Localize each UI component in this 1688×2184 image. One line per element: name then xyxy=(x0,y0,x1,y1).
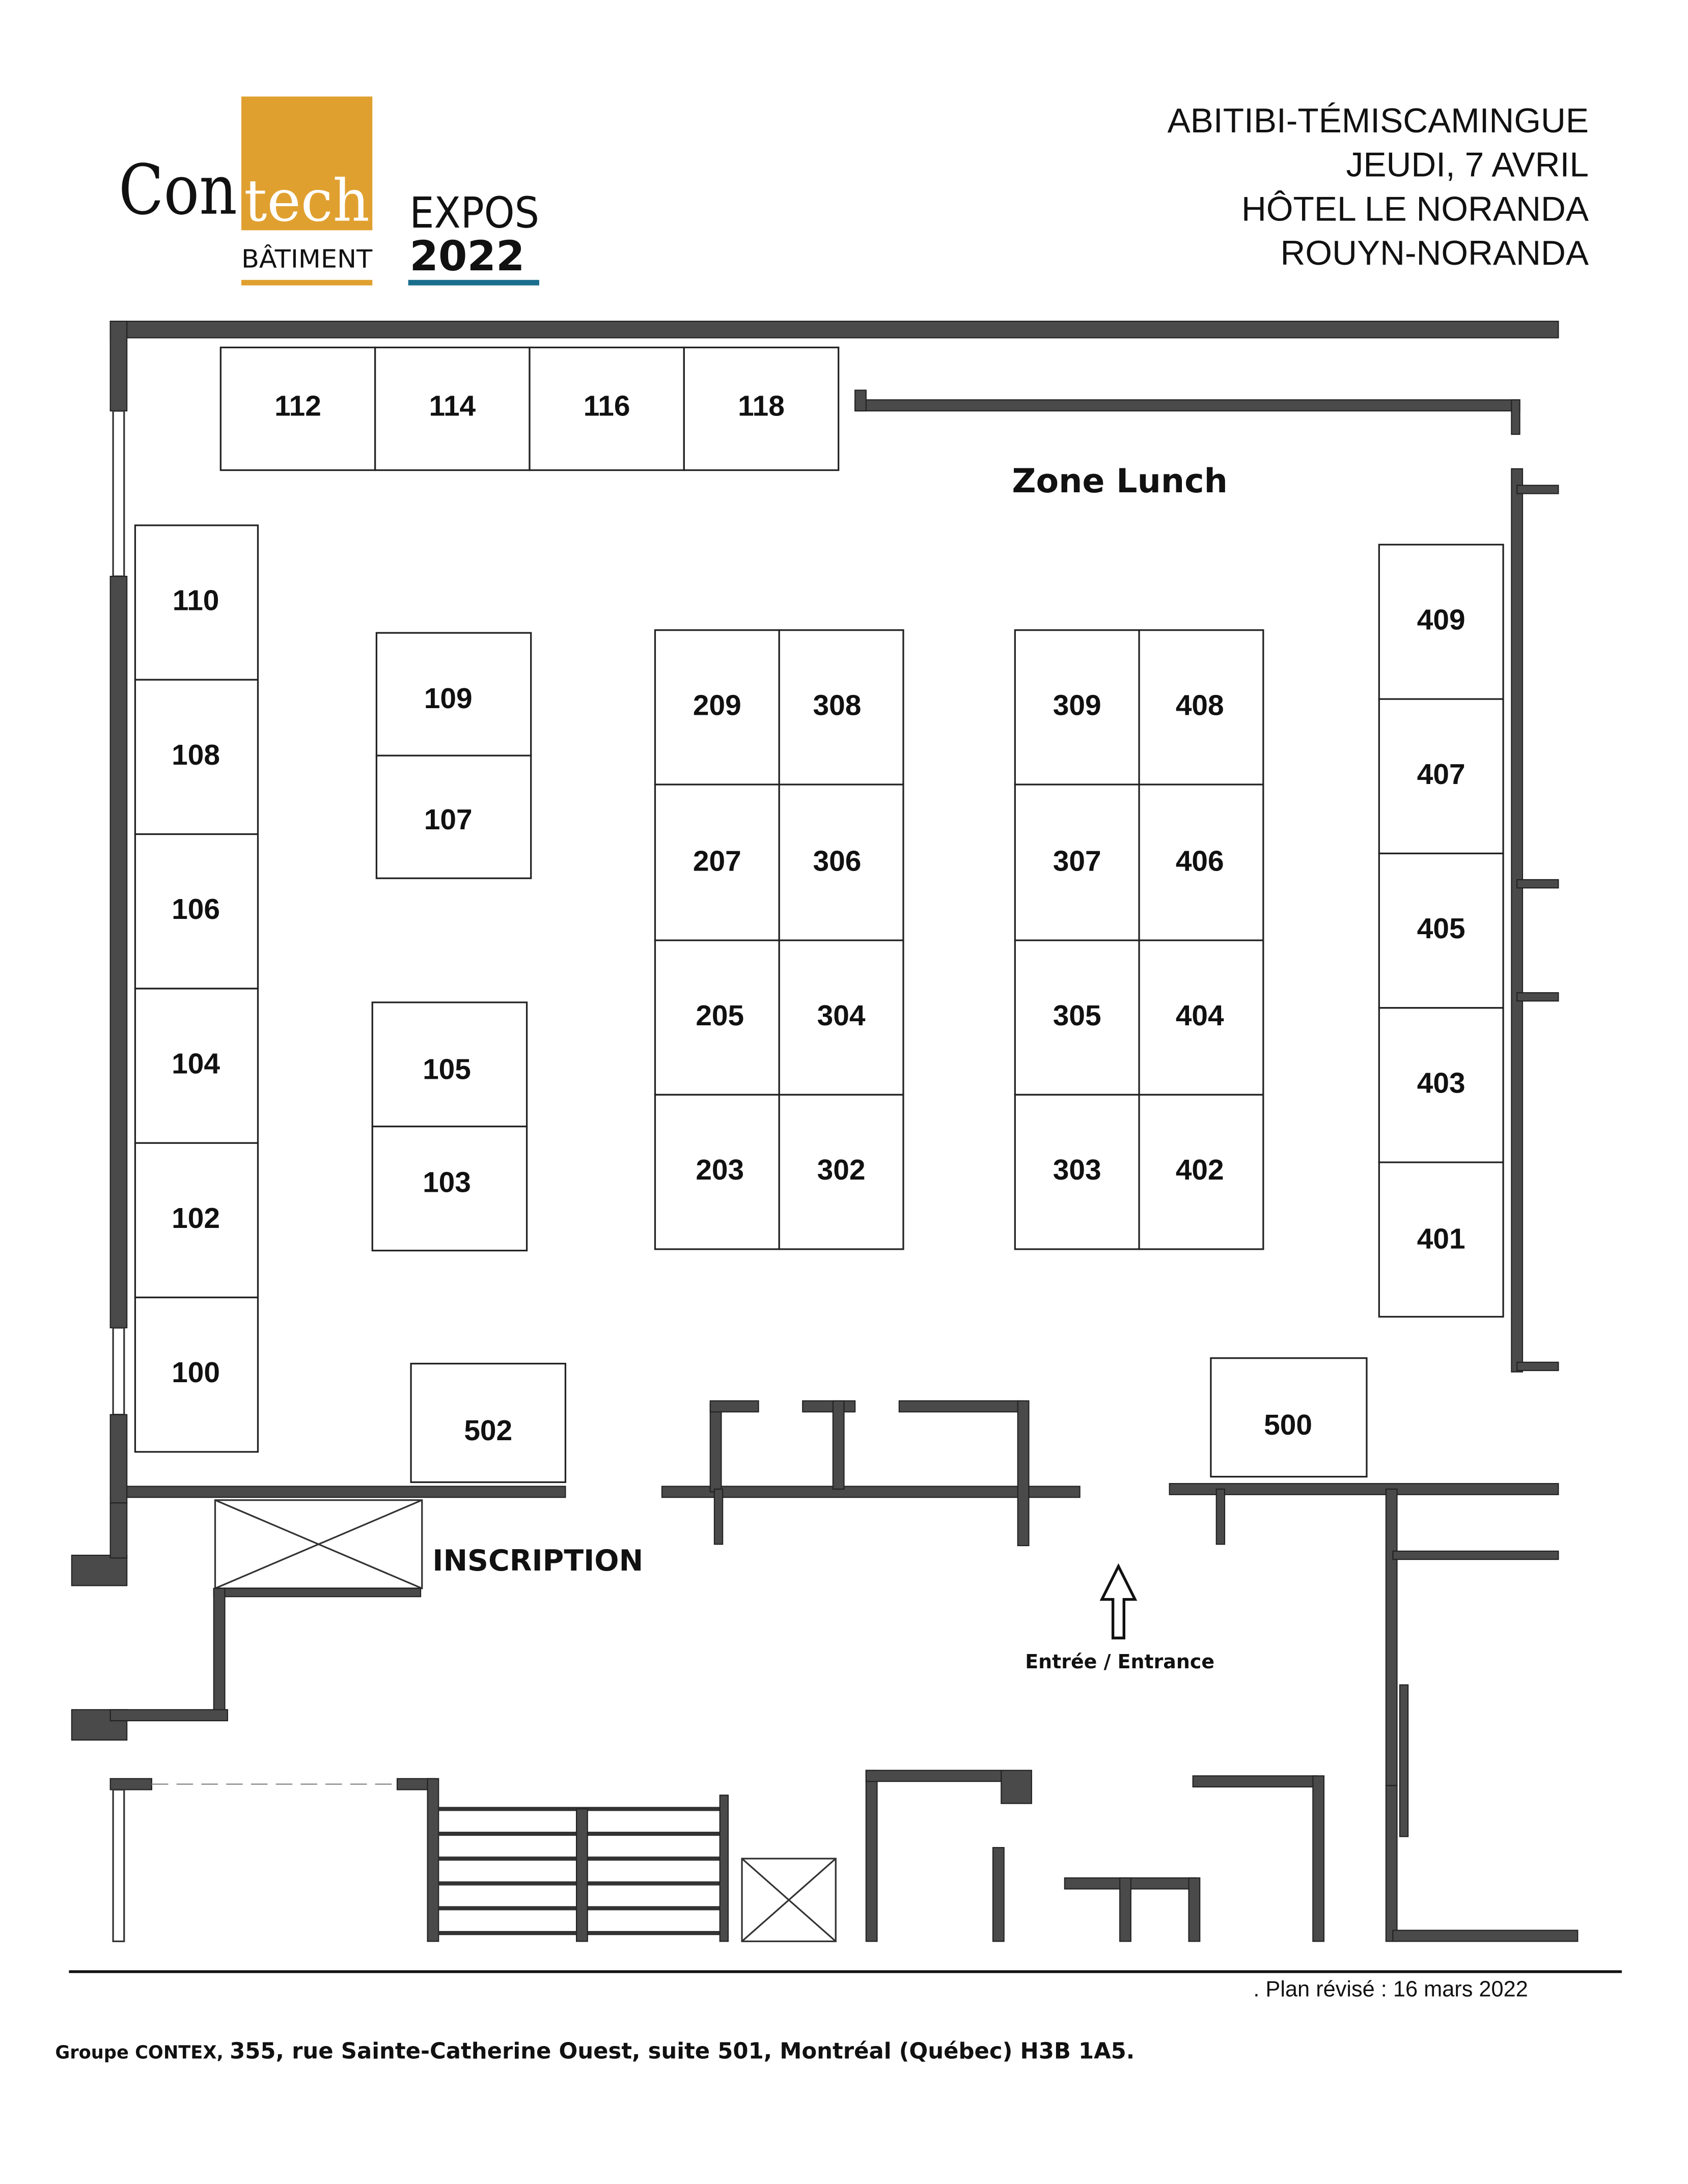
booth-305[interactable]: 305 xyxy=(1014,939,1140,1096)
svg-text:209: 209 xyxy=(693,689,741,721)
booth-401[interactable]: 401 xyxy=(1378,1161,1504,1318)
svg-text:405: 405 xyxy=(1417,913,1465,945)
booth-114[interactable]: 114 xyxy=(374,346,531,471)
svg-text:401: 401 xyxy=(1417,1223,1465,1255)
booth-402[interactable]: 402 xyxy=(1138,1094,1264,1250)
svg-text:104: 104 xyxy=(172,1048,220,1080)
svg-text:409: 409 xyxy=(1417,604,1465,636)
event-venue: HÔTEL LE NORANDA xyxy=(1241,189,1589,228)
svg-text:500: 500 xyxy=(1264,1409,1312,1441)
svg-text:406: 406 xyxy=(1176,845,1224,877)
svg-text:114: 114 xyxy=(429,390,476,423)
logo-tech: tech xyxy=(244,166,369,234)
svg-text:118: 118 xyxy=(738,390,785,423)
booth-118[interactable]: 118 xyxy=(683,346,840,471)
footer-address: Groupe CONTEX, 355, rue Sainte-Catherine… xyxy=(55,2039,1134,2064)
walls xyxy=(71,320,1579,1942)
booth-107[interactable]: 107 xyxy=(375,754,532,879)
booth-304[interactable]: 304 xyxy=(778,939,904,1096)
svg-text:305: 305 xyxy=(1053,1000,1101,1032)
booth-205[interactable]: 205 xyxy=(654,939,780,1096)
booth-100[interactable]: 100 xyxy=(134,1296,259,1453)
booth-207[interactable]: 207 xyxy=(654,783,780,941)
logo-batiment: BÂTIMENT xyxy=(241,244,373,273)
event-date: JEUDI, 7 AVRIL xyxy=(1346,146,1589,184)
svg-text:308: 308 xyxy=(813,689,862,721)
svg-text:109: 109 xyxy=(424,683,473,715)
logo-expos: EXPOS xyxy=(409,188,539,238)
booth-108[interactable]: 108 xyxy=(134,679,259,835)
svg-text:303: 303 xyxy=(1053,1154,1101,1186)
svg-text:116: 116 xyxy=(584,390,630,423)
svg-text:309: 309 xyxy=(1053,689,1101,721)
svg-text:502: 502 xyxy=(464,1415,512,1447)
svg-text:407: 407 xyxy=(1417,759,1465,791)
svg-text:107: 107 xyxy=(424,804,473,836)
booth-308[interactable]: 308 xyxy=(778,629,904,786)
logo-con: Con xyxy=(119,150,237,230)
booth-408[interactable]: 408 xyxy=(1138,629,1264,786)
logo-orange-square xyxy=(241,96,373,231)
svg-text:304: 304 xyxy=(817,1000,866,1032)
svg-text:403: 403 xyxy=(1417,1067,1465,1099)
booth-303[interactable]: 303 xyxy=(1014,1094,1140,1250)
booth-102[interactable]: 102 xyxy=(134,1142,259,1299)
booth-302[interactable]: 302 xyxy=(778,1094,904,1250)
event-city: ROUYN-NORANDA xyxy=(1281,234,1589,272)
entrance-arrow-icon xyxy=(1099,1563,1138,1640)
svg-text:302: 302 xyxy=(817,1154,866,1186)
event-region: ABITIBI-TÉMISCAMINGUE xyxy=(1168,102,1589,140)
svg-text:207: 207 xyxy=(693,845,741,877)
svg-text:203: 203 xyxy=(696,1154,744,1186)
svg-text:110: 110 xyxy=(173,585,219,617)
contech-logo: Con tech BÂTIMENT EXPOS 2022 xyxy=(119,96,539,286)
svg-text:100: 100 xyxy=(172,1357,220,1389)
svg-text:306: 306 xyxy=(813,845,862,877)
inscription-label: INSCRIPTION xyxy=(432,1544,643,1578)
booth-116[interactable]: 116 xyxy=(529,346,685,471)
event-info: ABITIBI-TÉMISCAMINGUE JEUDI, 7 AVRIL HÔT… xyxy=(1168,102,1589,272)
booth-103[interactable]: 103 xyxy=(371,1126,528,1252)
svg-text:205: 205 xyxy=(696,1000,744,1032)
zone-lunch-label: Zone Lunch xyxy=(1012,462,1228,500)
booth-409[interactable]: 409 xyxy=(1378,544,1504,700)
svg-text:402: 402 xyxy=(1176,1154,1224,1186)
booth-109[interactable]: 109 xyxy=(375,632,532,757)
booth-502[interactable]: 502 xyxy=(410,1362,567,1483)
booth-209[interactable]: 209 xyxy=(654,629,780,786)
booth-309[interactable]: 309 xyxy=(1014,629,1140,786)
booth-407[interactable]: 407 xyxy=(1378,698,1504,855)
svg-text:112: 112 xyxy=(274,390,321,423)
booth-203[interactable]: 203 xyxy=(654,1094,780,1250)
booth-405[interactable]: 405 xyxy=(1378,852,1504,1009)
booths: 112 114 116 118 110 108 106 104 102 100 … xyxy=(134,346,1504,1483)
booth-105[interactable]: 105 xyxy=(371,1001,528,1128)
footer-divider xyxy=(69,1970,1622,1973)
booth-307[interactable]: 307 xyxy=(1014,783,1140,941)
logo-orange-bar xyxy=(241,279,373,286)
logo-year: 2022 xyxy=(409,233,524,281)
svg-text:307: 307 xyxy=(1053,845,1101,877)
logo-blue-bar xyxy=(408,279,539,286)
entrance-label: Entrée / Entrance xyxy=(1025,1650,1214,1673)
svg-text:103: 103 xyxy=(423,1166,471,1198)
footer-company: Groupe CONTEX, xyxy=(55,2042,230,2063)
booth-500[interactable]: 500 xyxy=(1210,1357,1368,1478)
svg-text:102: 102 xyxy=(172,1202,220,1235)
booth-110[interactable]: 110 xyxy=(134,524,259,681)
booth-406[interactable]: 406 xyxy=(1138,783,1264,941)
svg-text:106: 106 xyxy=(172,893,220,926)
booth-404[interactable]: 404 xyxy=(1138,939,1264,1096)
booth-403[interactable]: 403 xyxy=(1378,1007,1504,1163)
booth-106[interactable]: 106 xyxy=(134,833,259,990)
booth-112[interactable]: 112 xyxy=(219,346,376,471)
svg-text:404: 404 xyxy=(1176,1000,1224,1032)
svg-text:408: 408 xyxy=(1176,689,1224,721)
booth-306[interactable]: 306 xyxy=(778,783,904,941)
svg-text:105: 105 xyxy=(423,1053,471,1085)
svg-text:108: 108 xyxy=(172,739,220,771)
booth-104[interactable]: 104 xyxy=(134,988,259,1144)
footer-street: 355, rue Sainte-Catherine Ouest, suite 5… xyxy=(230,2039,1134,2064)
revision-date: . Plan révisé : 16 mars 2022 xyxy=(1253,1977,1528,2002)
